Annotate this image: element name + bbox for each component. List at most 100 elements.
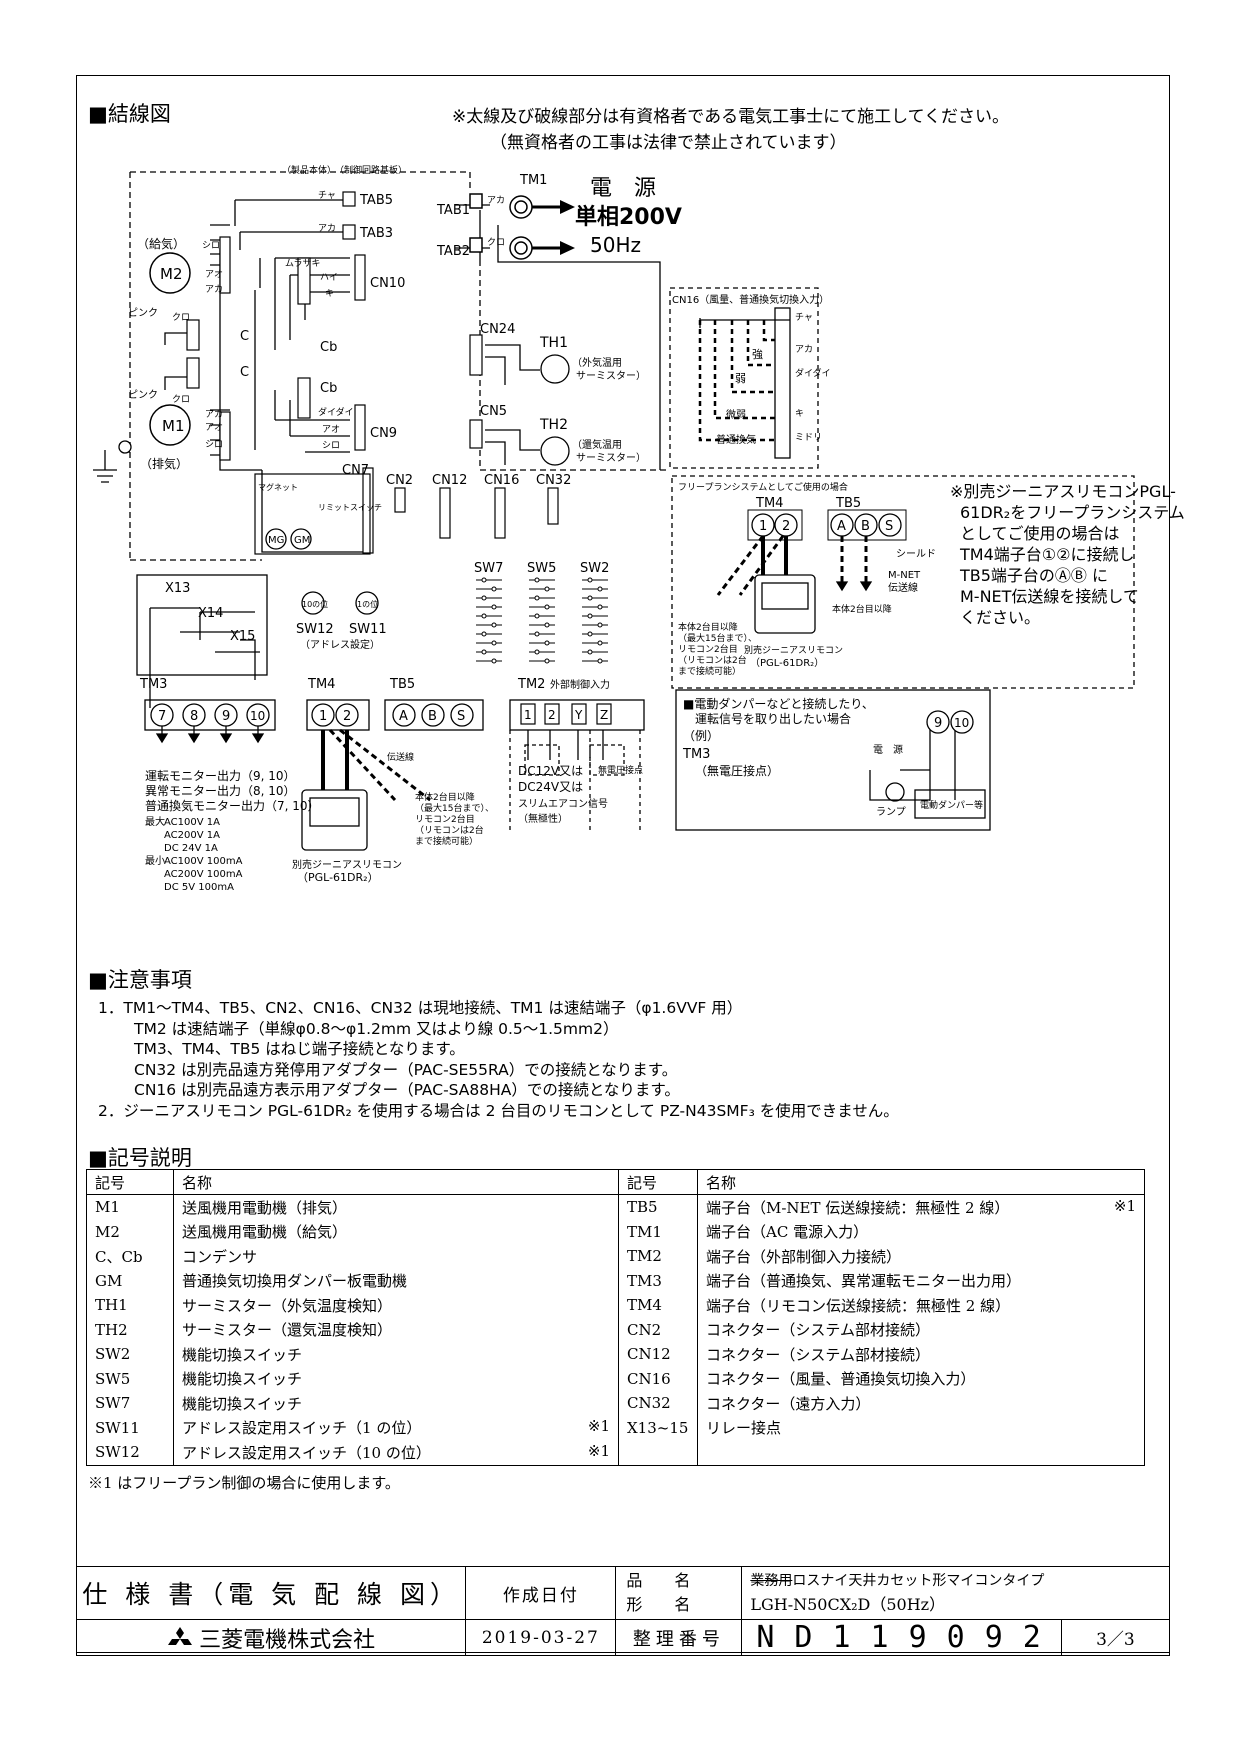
wiring-diagram: M2 M1 （給気） （排気） ピンク ピンク TAB5 TAB3 CN10 C… <box>93 164 1185 893</box>
svg-text:CN16（風量、普通換気切換入力）: CN16（風量、普通換気切換入力） <box>672 293 829 306</box>
svg-text:CN16: CN16 <box>484 473 519 488</box>
product-name-label: 品 名 <box>626 1571 691 1590</box>
svg-text:CN7: CN7 <box>342 463 369 478</box>
motor-icon <box>149 252 191 446</box>
product-strike: 業務用 <box>750 1573 793 1589</box>
svg-text:2: 2 <box>782 519 790 534</box>
svg-text:リミットスイッチ: リミットスイッチ <box>318 503 382 512</box>
svg-text:（排気）: （排気） <box>140 456 188 471</box>
svg-text:CN5: CN5 <box>480 404 507 419</box>
svg-text:M-NET伝送線を接続して: M-NET伝送線を接続して <box>960 587 1139 606</box>
svg-text:最小: 最小 <box>145 855 165 867</box>
svg-text:普通換気: 普通換気 <box>716 433 756 446</box>
svg-text:TAB1: TAB1 <box>436 203 470 218</box>
symbols-footnote: ※1 はフリープラン制御の場合に使用します。 <box>88 1474 400 1492</box>
svg-text:1: 1 <box>759 519 767 534</box>
svg-text:（無電圧接点）: （無電圧接点） <box>695 763 779 778</box>
svg-text:アカ: アカ <box>795 344 813 355</box>
svg-text:最大: 最大 <box>145 815 165 828</box>
svg-text:アオ: アオ <box>322 424 340 435</box>
svg-text:（リモコンは2台: （リモコンは2台 <box>678 654 747 666</box>
svg-text:DC 5V 100mA: DC 5V 100mA <box>164 882 234 893</box>
svg-text:リモコン2台目: リモコン2台目 <box>415 813 475 825</box>
svg-text:SW2: SW2 <box>580 561 609 576</box>
svg-text:アカ: アカ <box>205 284 223 295</box>
svg-text:TB5端子台のⒶⒷ に: TB5端子台のⒶⒷ に <box>959 566 1108 585</box>
svg-text:異常モニター出力（8, 10）: 異常モニター出力（8, 10） <box>145 784 296 798</box>
svg-text:CN10: CN10 <box>370 276 405 291</box>
svg-text:ピンク: ピンク <box>128 389 158 401</box>
svg-text:（PGL-61DR₂）: （PGL-61DR₂） <box>297 871 379 884</box>
svg-text:TAB2: TAB2 <box>436 244 470 259</box>
date-label: 作成日付 <box>465 1566 617 1620</box>
svg-text:ダイダイ: ダイダイ <box>318 406 354 418</box>
svg-text:アオ: アオ <box>205 269 223 280</box>
svg-text:ピンク: ピンク <box>128 307 158 319</box>
svg-text:クロ: クロ <box>172 312 190 323</box>
svg-text:X13: X13 <box>165 581 190 596</box>
svg-text:シロ: シロ <box>202 241 220 251</box>
svg-text:無電圧接点: 無電圧接点 <box>598 764 643 776</box>
notes-title: ■注意事項 <box>88 968 192 992</box>
svg-text:運転信号を取り出したい場合: 運転信号を取り出したい場合 <box>695 711 851 726</box>
motor-m1-label: M1 <box>162 417 185 435</box>
svg-text:1: 1 <box>524 708 532 722</box>
svg-text:（製品本体）: （製品本体） <box>282 164 336 176</box>
svg-text:SW12: SW12 <box>296 622 334 637</box>
svg-text:まで接続可能）: まで接続可能） <box>415 835 478 847</box>
svg-text:SW7: SW7 <box>474 561 503 576</box>
company-name: 三菱電機株式会社 <box>199 1627 376 1653</box>
svg-text:AC200V 100mA: AC200V 100mA <box>164 869 243 880</box>
power-frequency: 50Hz <box>590 233 641 257</box>
svg-text:微弱: 微弱 <box>726 408 746 421</box>
svg-text:TH1: TH1 <box>539 335 568 351</box>
note-line: CN16 は別売品遠方表示用アダプター（PAC-SA88HA）での接続となります… <box>134 1081 680 1099</box>
svg-text:アカ: アカ <box>205 409 223 420</box>
ground-icon <box>118 440 132 454</box>
svg-text:CN12: CN12 <box>432 473 467 488</box>
model-number: LGH-N50CX₂D（50Hz） <box>750 1595 946 1614</box>
svg-text:SW11: SW11 <box>349 622 387 637</box>
svg-text:TB5: TB5 <box>389 677 415 692</box>
svg-text:アカ: アカ <box>318 223 336 234</box>
note-line: TM2 は速結端子（単線φ0.8～φ1.2mm 又はより線 0.5～1.5mm2… <box>134 1019 619 1038</box>
svg-text:マグネット: マグネット <box>258 482 298 492</box>
svg-text:SW5: SW5 <box>527 561 556 576</box>
svg-text:10: 10 <box>250 709 265 723</box>
svg-text:TM4端子台①②に接続し: TM4端子台①②に接続し <box>959 545 1134 564</box>
svg-text:AC200V 1A: AC200V 1A <box>164 830 220 841</box>
motor-m2-label: M2 <box>160 265 183 283</box>
svg-text:S: S <box>885 519 893 534</box>
svg-text:S: S <box>457 709 465 724</box>
svg-text:TAB3: TAB3 <box>359 226 393 241</box>
svg-text:TAB5: TAB5 <box>359 193 393 208</box>
svg-text:A: A <box>837 519 846 534</box>
svg-text:Cb: Cb <box>320 340 337 355</box>
mitsubishi-logo-icon <box>168 1626 193 1645</box>
reference-number-label: 整理番号 <box>615 1619 743 1656</box>
lamp-icon: ランプ <box>876 806 906 818</box>
svg-text:クロ: クロ <box>172 394 190 405</box>
caution-line-1: ※太線及び破線部分は有資格者である電気工事士にて施工してください。 <box>452 107 1010 127</box>
svg-text:（還気温用: （還気温用 <box>572 438 622 451</box>
svg-text:8: 8 <box>190 709 198 724</box>
svg-text:TH2: TH2 <box>539 417 568 433</box>
svg-text:10の位: 10の位 <box>302 599 328 609</box>
svg-text:スリムエアコン信号: スリムエアコン信号 <box>518 798 608 810</box>
svg-text:運転モニター出力（9, 10）: 運転モニター出力（9, 10） <box>145 769 296 783</box>
svg-text:まで接続可能）: まで接続可能） <box>678 665 741 677</box>
power-phase: 単相200V <box>575 204 682 230</box>
svg-text:（無極性）: （無極性） <box>518 812 568 825</box>
model-label: 形 名 <box>626 1595 691 1614</box>
svg-text:アカ: アカ <box>487 195 505 206</box>
wiring-title: ■結線図 <box>88 102 171 126</box>
svg-text:A: A <box>399 709 408 724</box>
svg-text:CN24: CN24 <box>480 322 515 337</box>
